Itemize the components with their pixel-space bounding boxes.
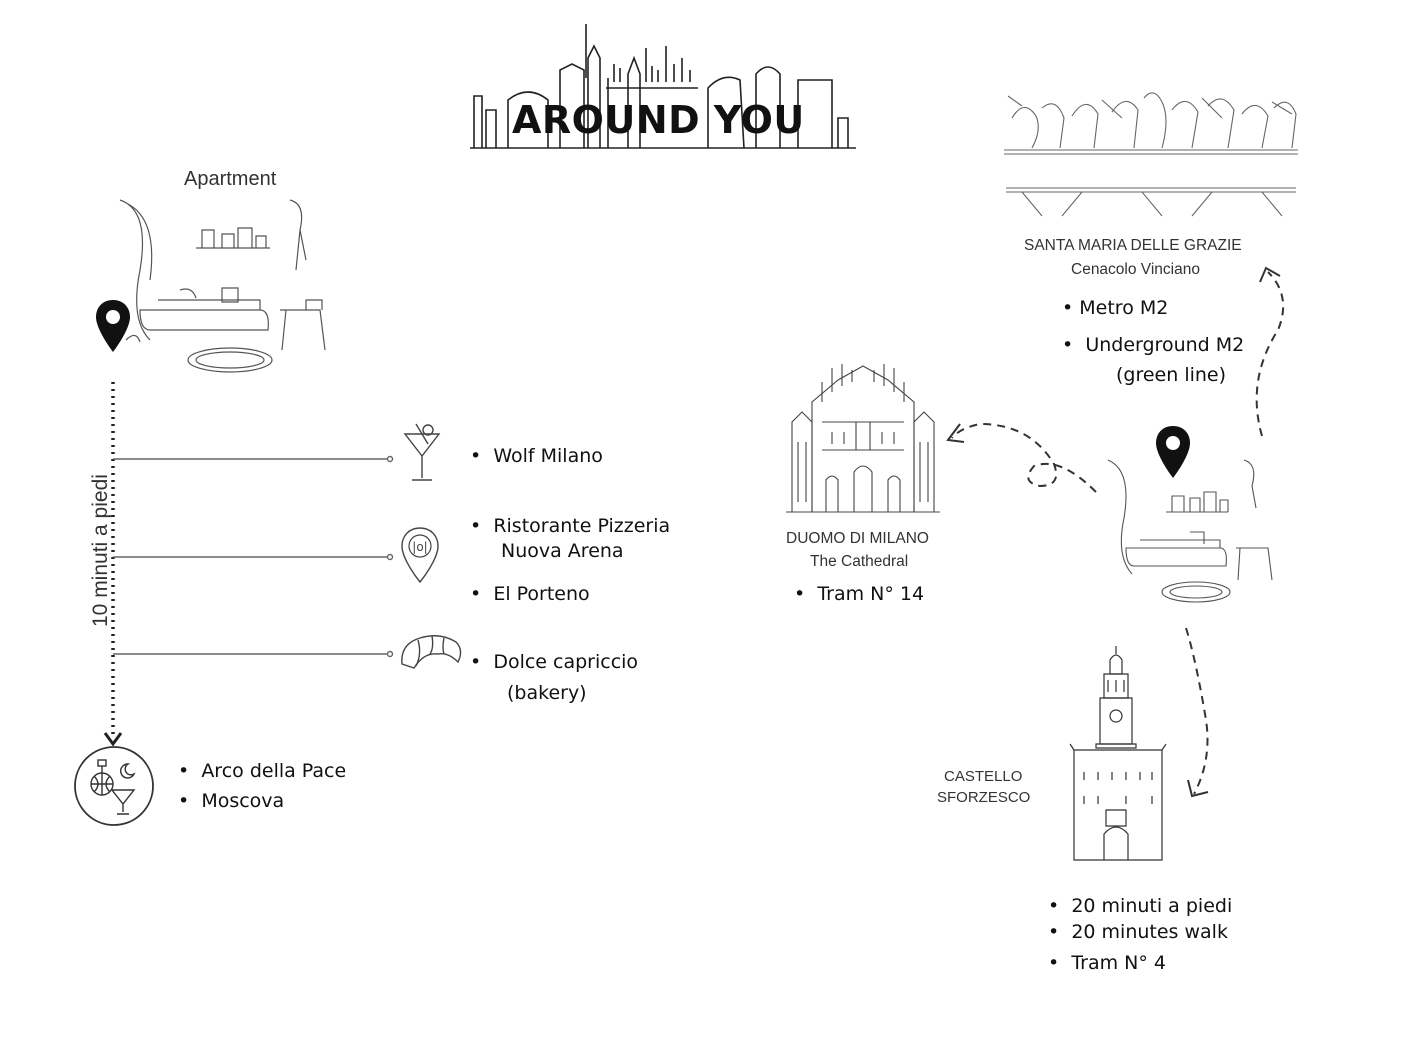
restaurant-item-2: • El Porteno xyxy=(470,583,590,605)
list-item: • 20 minutes walk xyxy=(1048,921,1228,943)
last-supper-sketch-icon xyxy=(1004,92,1298,217)
list-item: • Arco della Pace xyxy=(178,760,347,782)
duomo-item: • Tram N° 14 xyxy=(794,583,925,605)
bakery-item: • Dolce capriccio xyxy=(470,651,639,673)
duomo-subtitle: The Cathedral xyxy=(810,553,909,570)
restaurant-item-1-cont: Nuova Arena xyxy=(501,540,624,562)
bakery-item-cont: (bakery) xyxy=(507,682,587,704)
croissant-icon xyxy=(401,635,462,669)
santa-maria-item-1: • Metro M2 xyxy=(1062,297,1169,319)
bar-list: • Wolf Milano xyxy=(470,445,603,467)
map-pin-icon xyxy=(1156,426,1190,478)
apartment-label: Apartment xyxy=(184,168,277,190)
duomo-name: DUOMO DI MILANO xyxy=(786,530,929,547)
list-item: • Wolf Milano xyxy=(470,445,603,467)
apartment-sketch-icon xyxy=(1107,459,1273,603)
list-item: • Tram N° 4 xyxy=(1048,952,1166,974)
santa-maria-name: SANTA MARIA DELLE GRAZIE xyxy=(1024,237,1242,254)
list-item: • Moscova xyxy=(178,790,285,812)
santa-maria-item-2-cont: (green line) xyxy=(1116,364,1227,386)
santa-maria-item-2: • Underground M2 xyxy=(1062,334,1245,356)
svg-text:|o|: |o| xyxy=(412,540,427,554)
castello-list: • 20 minuti a piedi • 20 minutes walk • … xyxy=(1048,893,1232,981)
apartment-sketch-icon xyxy=(119,199,326,373)
nightlife-icon xyxy=(74,746,154,826)
walking-path xyxy=(103,382,394,747)
castello-sketch-icon xyxy=(1069,646,1167,861)
nightlife-list: • Arco della Pace • Moscova xyxy=(178,756,346,816)
castello-name-line1: CASTELLO xyxy=(944,768,1023,785)
page-title: AROUND YOU xyxy=(512,98,805,142)
santa-maria-subtitle: Cenacolo Vinciano xyxy=(1071,261,1200,278)
map-pin-icon xyxy=(96,300,130,352)
cocktail-icon xyxy=(403,423,441,481)
restaurant-item-1: • Ristorante Pizzeria xyxy=(470,515,671,537)
milan-skyline-icon xyxy=(470,24,856,149)
castello-name-line2: SFORZESCO xyxy=(937,789,1031,806)
list-item: • 20 minuti a piedi xyxy=(1048,895,1233,917)
restaurant-pin-icon: |o| xyxy=(401,527,439,584)
duomo-sketch-icon xyxy=(786,364,940,513)
